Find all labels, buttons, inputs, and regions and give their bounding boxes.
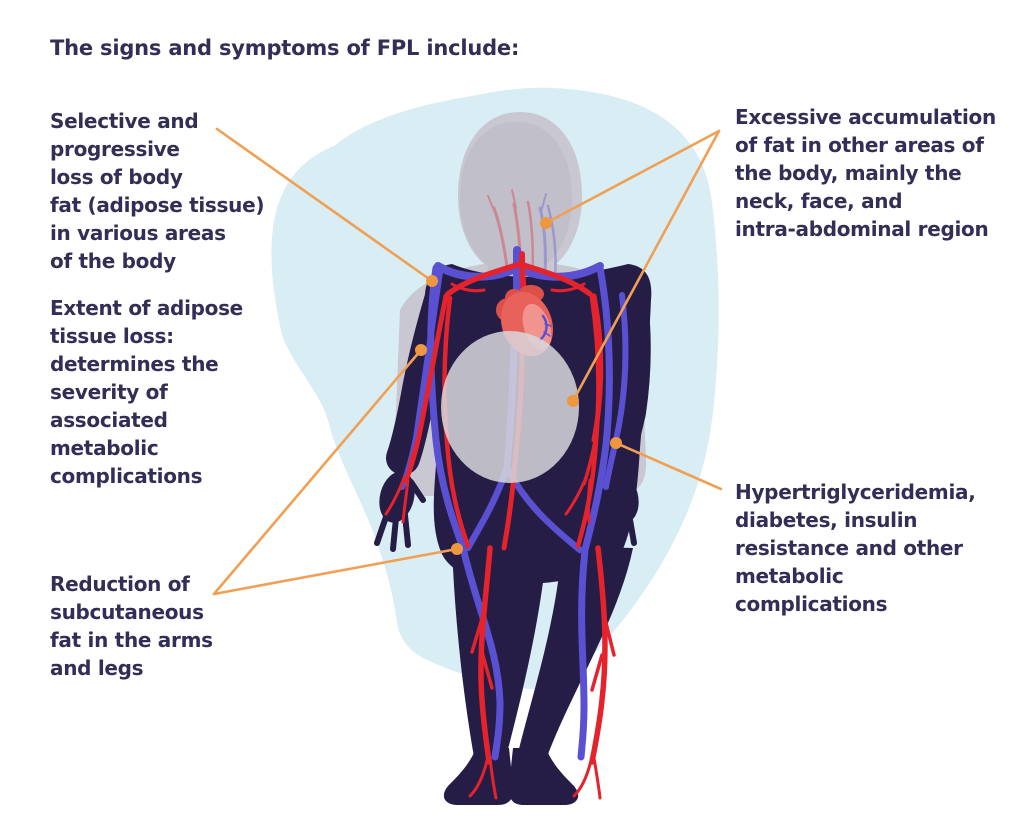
leader-dot — [540, 217, 552, 229]
leader-lines — [212, 127, 723, 596]
annotation-metabolic-complications: Hypertriglyceridemia, diabetes, insulin … — [735, 480, 976, 616]
leader-line — [614, 441, 723, 491]
annotation-excessive-accumulation: Excessive accumulation of fat in other a… — [735, 105, 996, 241]
abdomen-highlight — [441, 331, 579, 483]
leader-line — [212, 348, 423, 596]
annotation-selective-loss: Selective and progressive loss of body f… — [50, 109, 265, 273]
leader-line — [215, 127, 434, 283]
leader-dot — [415, 344, 427, 356]
leader-line — [544, 129, 721, 225]
head-silhouette — [460, 122, 572, 294]
leader-dot — [451, 543, 463, 555]
annotation-extent-of-loss: Extent of adipose tissue loss: determine… — [50, 296, 243, 488]
page-title: The signs and symptoms of FPL include: — [50, 36, 520, 60]
leader-line — [212, 547, 459, 596]
leader-dot — [426, 275, 438, 287]
leader-dots — [415, 217, 622, 555]
leader-dot — [610, 437, 622, 449]
leader-line — [571, 129, 721, 403]
vascular-system — [384, 246, 629, 800]
annotation-reduction-fat: Reduction of subcutaneous fat in the arm… — [50, 572, 213, 680]
leader-dot — [567, 395, 579, 407]
